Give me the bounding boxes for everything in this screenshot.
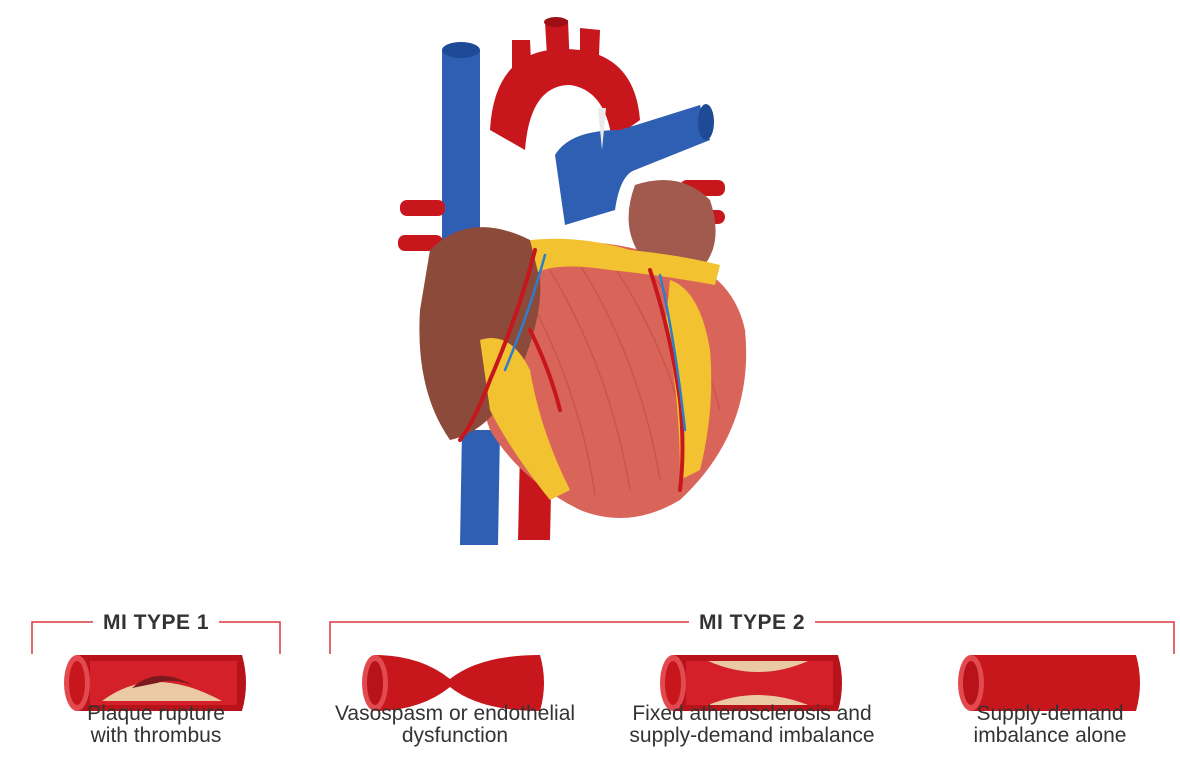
mi-type-2-label: MI TYPE 2: [689, 611, 815, 635]
heart-illustration: [380, 10, 780, 550]
caption-line: Plaque rupture: [6, 703, 306, 725]
mi-type-1-label: MI TYPE 1: [93, 611, 219, 635]
caption-vasospasm: Vasospasm or endothelial dysfunction: [305, 703, 605, 747]
caption-line: Fixed atherosclerosis and: [602, 703, 902, 725]
caption-line: Supply-demand: [900, 703, 1180, 725]
caption-line: dysfunction: [305, 725, 605, 747]
caption-plaque-rupture: Plaque rupture with thrombus: [6, 703, 306, 747]
caption-fixed-atherosclerosis: Fixed atherosclerosis and supply-demand …: [602, 703, 902, 747]
caption-line: Vasospasm or endothelial: [305, 703, 605, 725]
caption-line: with thrombus: [6, 725, 306, 747]
caption-line: imbalance alone: [900, 725, 1180, 747]
caption-supply-demand: Supply-demand imbalance alone: [900, 703, 1180, 747]
caption-line: supply-demand imbalance: [602, 725, 902, 747]
